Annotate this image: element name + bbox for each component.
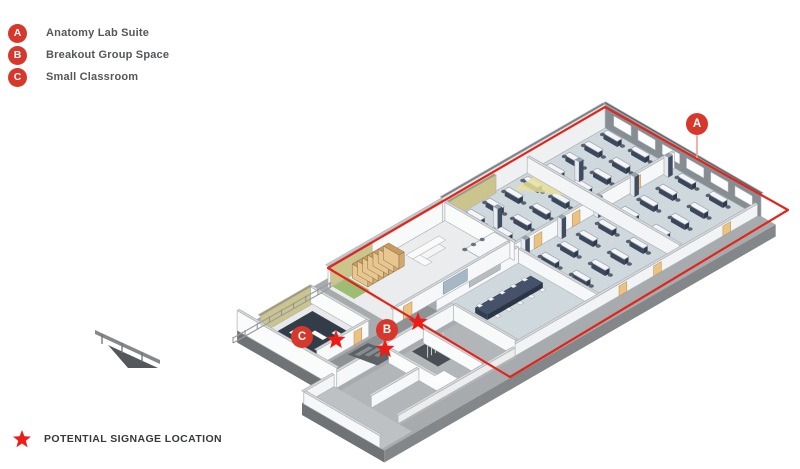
marker-c: C <box>291 326 313 348</box>
signage-legend-label: POTENTIAL SIGNAGE LOCATION <box>44 433 223 445</box>
marker-b: B <box>376 319 398 341</box>
marker-a: A <box>686 113 708 135</box>
legend-marker-a-icon: A <box>8 23 27 43</box>
legend-row-a: A Anatomy Lab Suite <box>8 22 169 44</box>
classroom-c <box>257 284 372 367</box>
legend-marker-c-icon: C <box>8 67 27 87</box>
legend-marker-b-icon: B <box>8 45 27 65</box>
signage-star-3 <box>408 312 428 331</box>
signage-star-2 <box>375 339 395 358</box>
zone-a-outline <box>326 105 790 379</box>
anatomy-lab <box>463 129 731 309</box>
star-icon <box>13 430 31 448</box>
signage-legend: POTENTIAL SIGNAGE LOCATION <box>10 427 222 451</box>
east-window-wall <box>603 101 764 219</box>
front-rooms <box>236 308 516 449</box>
signage-star-1 <box>326 330 346 349</box>
legend-row-c: C Small Classroom <box>8 66 169 88</box>
legend-label-a: Anatomy Lab Suite <box>46 27 150 39</box>
legend: A Anatomy Lab Suite B Breakout Group Spa… <box>8 22 169 88</box>
legend-label-c: Small Classroom <box>46 71 139 83</box>
legend-label-b: Breakout Group Space <box>46 49 170 61</box>
signage-stars <box>326 312 428 358</box>
legend-row-b: B Breakout Group Space <box>8 44 169 66</box>
west-rail <box>95 282 331 368</box>
